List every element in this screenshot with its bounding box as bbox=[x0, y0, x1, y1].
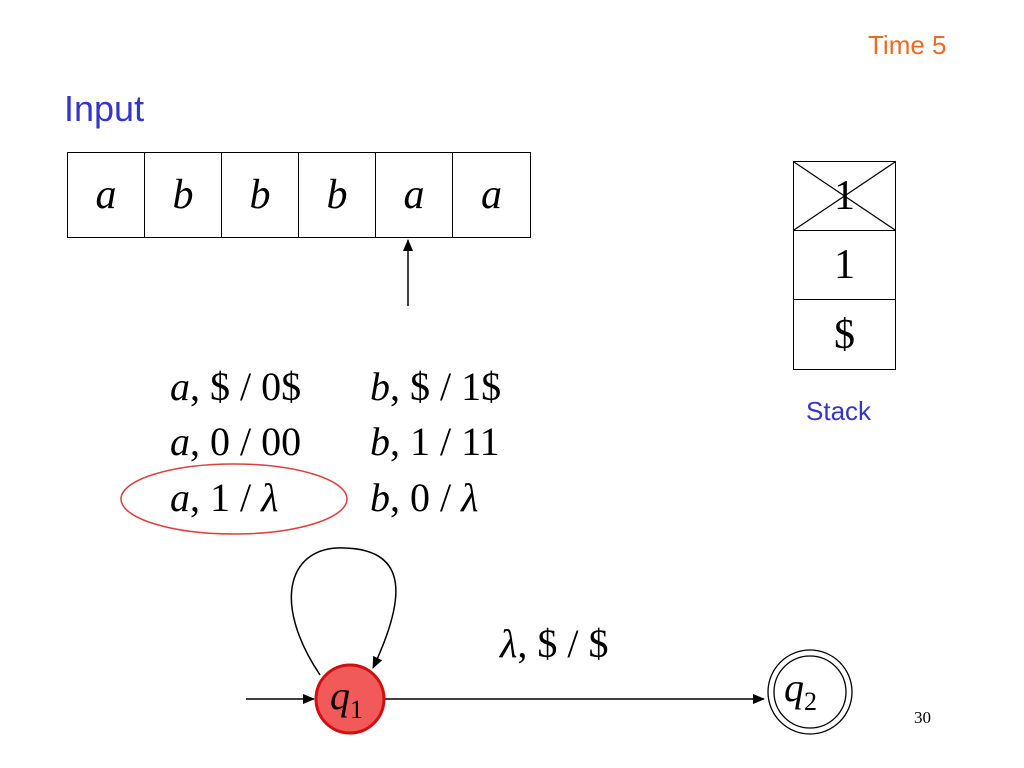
tape-cell: a bbox=[481, 172, 502, 218]
transition-rule: b, $ / 1$ bbox=[370, 364, 502, 409]
pop-cross-mark bbox=[794, 162, 895, 230]
state-q2-label: q2 bbox=[784, 665, 817, 716]
transition-rule-highlighted: a, 1 / λ bbox=[170, 475, 279, 520]
transition-rule: b, 0 / λ bbox=[370, 475, 479, 520]
self-loop-arrow bbox=[290, 547, 397, 676]
tape-cell: a bbox=[68, 153, 145, 237]
time-label: Time 5 bbox=[868, 30, 947, 60]
transition-rule: b, 1 / 11 bbox=[370, 419, 500, 464]
stack-title: Stack bbox=[806, 396, 872, 426]
stack-cell: 1 bbox=[794, 231, 895, 300]
transition-rule: a, $ / 0$ bbox=[170, 364, 302, 409]
stack: 1 1 $ bbox=[793, 161, 896, 370]
tape-cell: b bbox=[222, 153, 299, 237]
highlight-ellipse bbox=[120, 463, 348, 535]
state-q1 bbox=[314, 663, 386, 735]
stack-cell-value: $ bbox=[834, 311, 855, 358]
page-number: 30 bbox=[914, 708, 931, 727]
input-title: Input bbox=[64, 88, 145, 129]
stack-cell: $ bbox=[794, 300, 895, 369]
state-q1-label: q1 bbox=[330, 673, 363, 724]
input-tape: a b b b a a bbox=[67, 152, 531, 238]
tape-cell: b bbox=[299, 153, 376, 237]
tape-cell: a bbox=[376, 153, 453, 237]
edge-label: λ, $ / $ bbox=[500, 621, 609, 666]
transition-rule: a, 0 / 00 bbox=[170, 419, 302, 464]
stack-cell-value: 1 bbox=[834, 242, 855, 288]
tape-cell: b bbox=[145, 153, 222, 237]
stack-cell-popped: 1 bbox=[794, 162, 895, 231]
state-q2-inner bbox=[773, 655, 847, 729]
